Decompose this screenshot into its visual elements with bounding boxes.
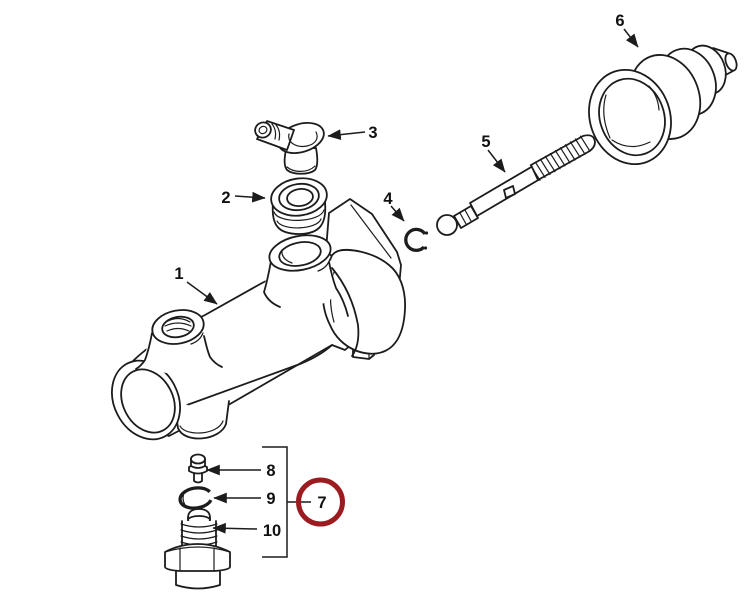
callout-5[interactable]: 5 xyxy=(481,133,490,151)
part-10-outlet-fitting xyxy=(164,508,231,590)
leader-1 xyxy=(186,281,218,305)
callout-2[interactable]: 2 xyxy=(221,189,230,207)
callout-8[interactable]: 8 xyxy=(266,462,275,480)
part-8-bleeder-screw xyxy=(188,453,208,484)
leader-4 xyxy=(390,205,405,222)
part-9-seal-ring xyxy=(178,486,213,510)
part-6-boot xyxy=(588,44,738,166)
leader-6 xyxy=(623,28,639,48)
callout-7[interactable]: 7 xyxy=(317,494,326,512)
part-5-push-rod xyxy=(436,134,596,236)
highlight-circle-7 xyxy=(296,477,345,527)
callout-1[interactable]: 1 xyxy=(174,265,183,283)
leader-10 xyxy=(212,522,258,534)
part-2-cap xyxy=(270,177,328,235)
part-4-snap-ring xyxy=(404,227,429,252)
callout-labels: 1 2 3 4 5 6 7 8 9 10 xyxy=(174,12,624,540)
leader-2 xyxy=(234,191,266,203)
part-1-cylinder-body xyxy=(111,198,406,441)
callout-10[interactable]: 10 xyxy=(263,522,281,540)
callout-9[interactable]: 9 xyxy=(266,490,275,508)
callout-4[interactable]: 4 xyxy=(383,190,393,208)
leader-5 xyxy=(487,149,506,173)
callout-6[interactable]: 6 xyxy=(615,12,624,30)
part-3-elbow-fitting xyxy=(254,120,325,175)
callout-3[interactable]: 3 xyxy=(368,124,377,142)
callout-leaders xyxy=(186,28,639,558)
leader-3 xyxy=(327,129,366,140)
